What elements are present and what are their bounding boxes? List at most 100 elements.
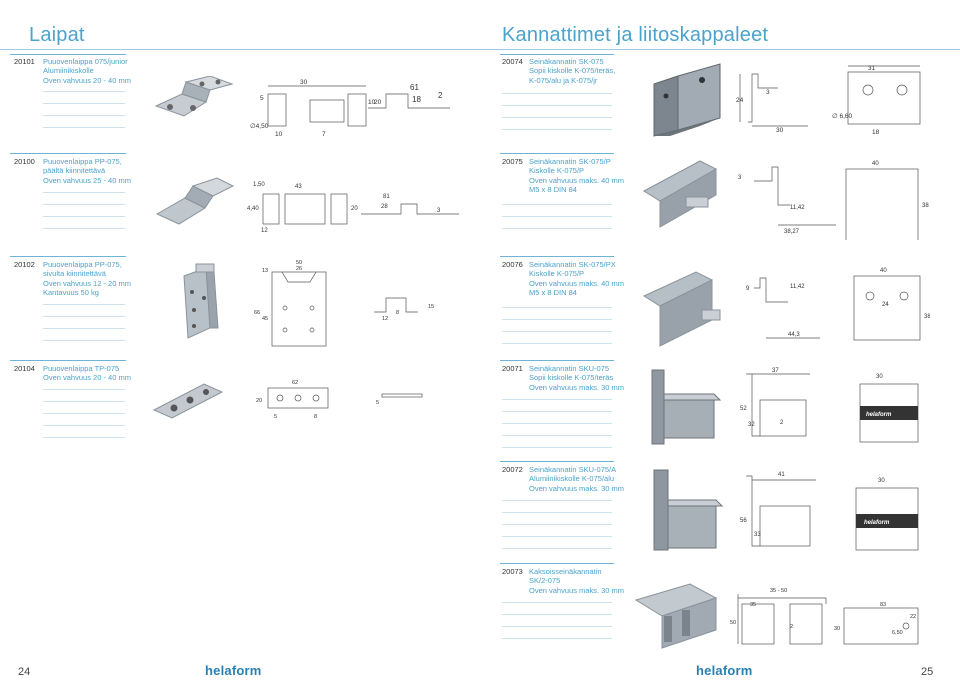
svg-text:9: 9 [746,286,750,292]
section-rule [500,153,614,154]
technical-drawing [267,387,423,409]
svg-text:38: 38 [924,314,930,320]
technical-drawing [739,65,921,127]
technical-drawing [754,166,919,240]
svg-text:15: 15 [428,304,434,310]
product-description: Seinäkannatin SK-075/PX Kiskolle K-075/P… [529,260,625,297]
svg-text:40: 40 [872,161,879,167]
spec-lines [502,602,612,650]
technical-drawing [271,271,418,347]
flange-3d-image [154,76,234,117]
section-rule [10,256,126,257]
section-rule [500,461,614,462]
svg-text:5: 5 [376,400,379,406]
plate-3d-image [152,383,224,419]
svg-text:24: 24 [882,302,889,308]
section-rule [500,54,614,55]
product-code: 20101 [14,57,35,66]
spec-lines [502,307,612,355]
product-description: Seinäkannatin SKU-075/A Alumiinikiskolle… [529,465,625,493]
svg-text:5: 5 [274,414,277,420]
svg-text:8: 8 [314,414,317,420]
svg-text:24: 24 [736,97,744,104]
technical-drawing [737,594,919,645]
svg-text:43: 43 [295,184,302,190]
svg-text:3: 3 [738,175,742,181]
svg-text:35: 35 [750,602,756,608]
svg-text:11,42: 11,42 [790,205,805,211]
svg-text:45: 45 [262,316,268,322]
drawing-20073: 35 - 50 35 50 83 22 30 2 6,50 [634,583,919,649]
svg-text:56: 56 [740,518,747,524]
svg-text:20: 20 [374,99,382,106]
drawing-20101: 30 61 18 2 10 7 5 10 20 ∅4,50 [154,76,450,138]
svg-text:13: 13 [262,268,268,274]
svg-text:66: 66 [254,310,260,316]
spec-lines [502,204,612,240]
section-rule [10,153,126,154]
bracket-3d-image [653,63,721,137]
left-page-header: Laipat [0,0,480,48]
drawing-20100: 43 81 28 20 12 1,50 4,40 3 [155,177,459,234]
product-description: Seinäkannatin SK-075/P Kiskolle K-075/P … [529,157,625,194]
svg-text:helaform: helaform [864,520,890,526]
left-page-number: 24 [18,666,31,678]
svg-text:28: 28 [381,204,388,210]
technical-drawing [267,85,450,127]
svg-text:11,42: 11,42 [790,284,805,290]
right-page-header: Kannattimet ja liitoskappaleet [480,0,960,48]
flange-3d-image [183,263,219,339]
product-code: 20072 [502,465,523,474]
product-code: 20102 [14,260,35,269]
svg-text:22: 22 [910,614,916,620]
product-description: Puuovenlaippa TP-075 Oven vahvuus 20 - 4… [43,364,131,383]
svg-text:44,3: 44,3 [788,332,800,338]
product-code: 20074 [502,57,523,66]
product-description: Puuovenlaippa 075/junior Alumiinikiskoll… [43,57,131,85]
product-code: 20073 [502,567,523,576]
svg-text:18: 18 [412,95,421,104]
section-rule [500,563,614,564]
product-description: Seinäkannatin SKU-075 Sopii kiskolle K-0… [529,364,625,392]
drawing-20072: 41 30 56 33 helaform [653,469,919,551]
svg-text:26: 26 [296,266,302,272]
product-code: 20071 [502,364,523,373]
svg-text:62: 62 [292,380,298,386]
drawing-20075: 40 3 11,42 38,27 38 [643,160,929,240]
section-rule [10,360,126,361]
left-brand-logo: helaform [205,663,262,678]
svg-text:30: 30 [776,127,784,134]
spec-lines [502,93,612,141]
svg-text:7: 7 [322,131,326,138]
flange-3d-image [155,177,235,225]
spec-lines [502,500,612,560]
svg-text:30: 30 [300,79,308,86]
drawing-20074: 31 24 3 30 18 ∅ 6,60 [653,63,921,137]
svg-text:10: 10 [275,131,283,138]
svg-text:helaform: helaform [866,412,892,418]
svg-text:30: 30 [834,626,840,632]
svg-text:52: 52 [740,406,747,412]
svg-text:30: 30 [876,374,883,380]
product-description: Puuovenlaippa PP-075, sivulta kiinnitett… [43,260,131,297]
svg-text:2: 2 [790,624,793,630]
svg-text:12: 12 [261,228,268,234]
svg-text:31: 31 [868,65,876,72]
svg-text:41: 41 [778,472,785,478]
right-brand-logo: helaform [696,663,753,678]
technical-drawing [262,193,459,225]
svg-text:∅4,50: ∅4,50 [250,123,269,130]
drawing-20071: 37 30 52 32 2 helaform [651,368,919,445]
svg-text:8: 8 [396,310,399,316]
product-description: Puuovenlaippa PP-075, päältä kiinnitettä… [43,157,131,185]
technical-drawing [746,475,919,551]
spec-lines [43,192,125,240]
product-code: 20076 [502,260,523,269]
product-code: 20075 [502,157,523,166]
spec-lines [43,389,125,449]
svg-text:37: 37 [772,368,779,374]
svg-text:40: 40 [880,268,887,274]
right-page-title: Kannattimet ja liitoskappaleet [502,24,769,46]
drawing-20102: 50 26 13 66 45 12 8 15 [183,260,434,347]
bracket-3d-image [642,271,721,347]
